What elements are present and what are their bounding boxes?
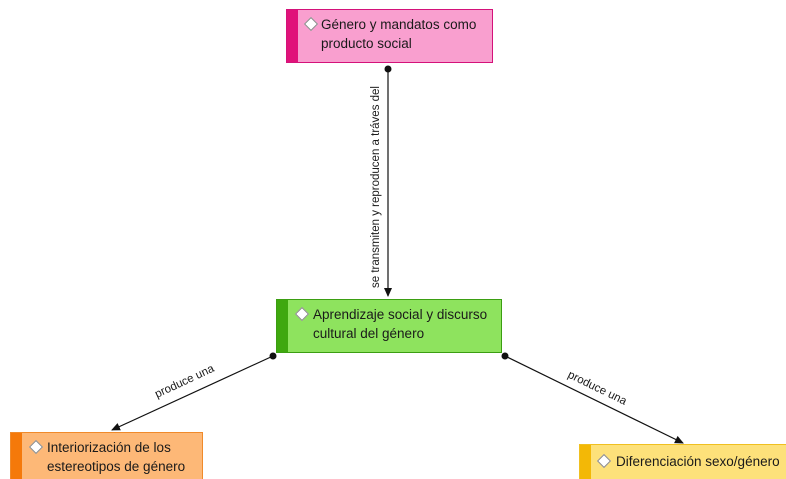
node-color-stripe [11, 433, 22, 479]
node-genero-mandatos[interactable]: Género y mandatos como producto social [286, 9, 493, 63]
concept-diamond-icon [303, 16, 319, 32]
node-interiorizacion[interactable]: Interiorización de los estereotipos de g… [10, 432, 203, 479]
node-color-stripe [580, 445, 591, 479]
edge-label-produce-right: produce una [566, 369, 629, 408]
node-color-stripe [277, 300, 288, 352]
node-color-stripe [287, 10, 298, 62]
concept-diamond-icon [294, 306, 310, 322]
node-label: Diferenciación sexo/género [616, 454, 780, 469]
edge-label-produce-left: produce una [153, 363, 217, 401]
edge-label-transmiten: se transmiten y reproducen a tráves del [370, 86, 382, 288]
edge-produce-left[interactable] [111, 355, 274, 431]
edge-produce-right[interactable] [504, 355, 684, 444]
concept-diamond-icon [28, 439, 44, 455]
node-diferenciacion[interactable]: Diferenciación sexo/género [579, 444, 786, 479]
node-label: Género y mandatos como producto social [321, 17, 477, 51]
node-label: Aprendizaje social y discurso cultural d… [313, 307, 488, 341]
node-label: Interiorización de los estereotipos de g… [47, 440, 186, 474]
concept-diamond-icon [596, 453, 612, 469]
node-aprendizaje-social[interactable]: Aprendizaje social y discurso cultural d… [276, 299, 502, 353]
